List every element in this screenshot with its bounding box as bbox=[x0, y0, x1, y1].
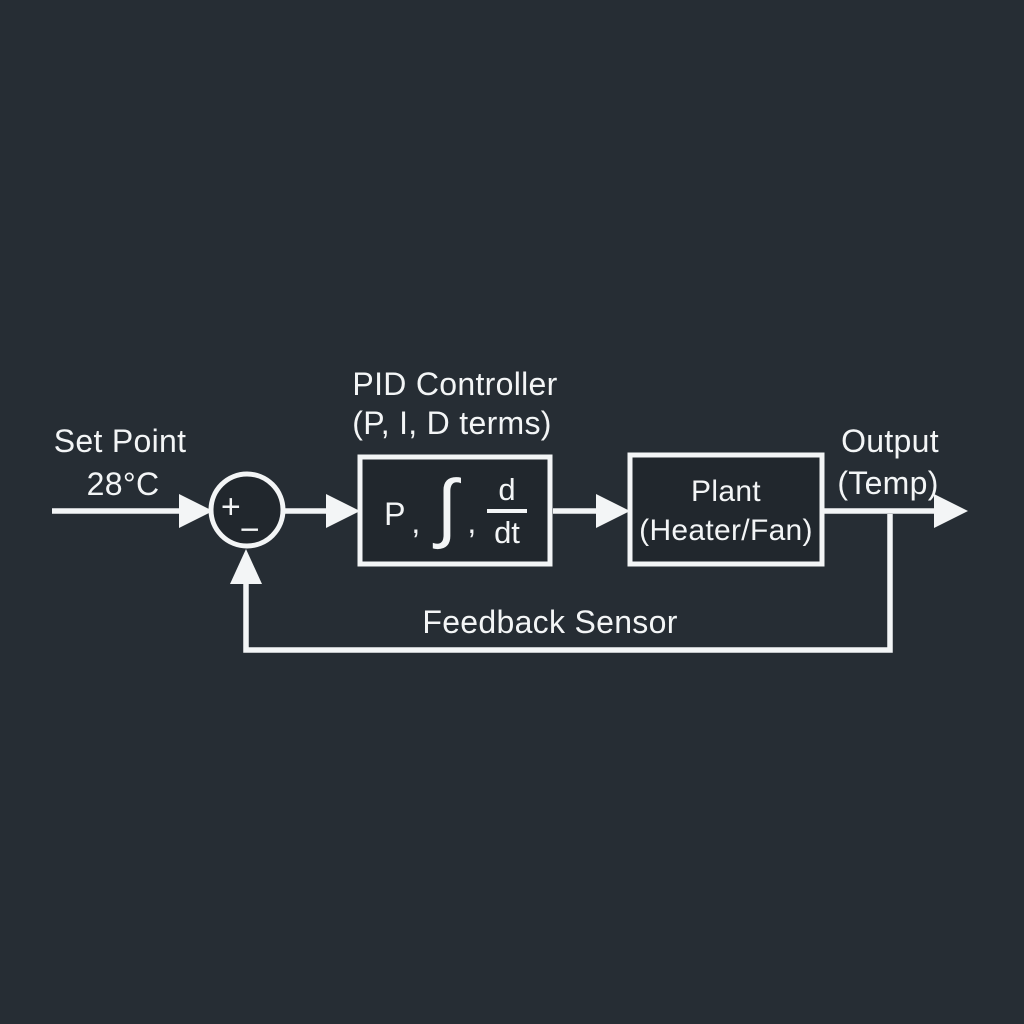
output-label-line2: (Temp) bbox=[837, 465, 939, 501]
pid-term-comma1: , bbox=[411, 504, 421, 540]
sum-plus-sign: + bbox=[220, 488, 242, 526]
pid-term-integral: ∫ bbox=[436, 465, 458, 550]
plant-label-line1: Plant bbox=[691, 475, 761, 508]
pid-term-comma2: , bbox=[467, 504, 477, 540]
feedback-sensor-label: Feedback Sensor bbox=[422, 604, 678, 640]
pid-title-line2: (P, I, D terms) bbox=[352, 405, 552, 441]
output-arrowhead-icon bbox=[934, 494, 968, 528]
plant-label-line2: (Heater/Fan) bbox=[639, 514, 813, 547]
sum-to-pid-arrowhead-icon bbox=[326, 494, 360, 528]
derivative-numerator: d bbox=[498, 472, 516, 507]
derivative-denominator: dt bbox=[494, 515, 520, 550]
setpoint-label-line1: Set Point bbox=[53, 423, 187, 459]
setpoint-value-label: 28°C bbox=[86, 466, 160, 502]
pid-term-derivative-fraction: d dt bbox=[487, 474, 527, 548]
plant-box bbox=[627, 452, 825, 567]
summing-junction-circle bbox=[208, 471, 286, 549]
setpoint-arrowhead-icon bbox=[179, 494, 213, 528]
fraction-bar bbox=[487, 509, 527, 513]
feedback-path-line bbox=[243, 514, 893, 653]
feedback-arrowhead-icon bbox=[230, 549, 262, 584]
output-label-line1: Output bbox=[841, 423, 939, 459]
pid-to-plant-arrowhead-icon bbox=[596, 494, 630, 528]
pid-title-line1: PID Controller bbox=[352, 366, 558, 402]
pid-term-p: P bbox=[384, 496, 406, 532]
sum-minus-sign: − bbox=[239, 511, 261, 549]
